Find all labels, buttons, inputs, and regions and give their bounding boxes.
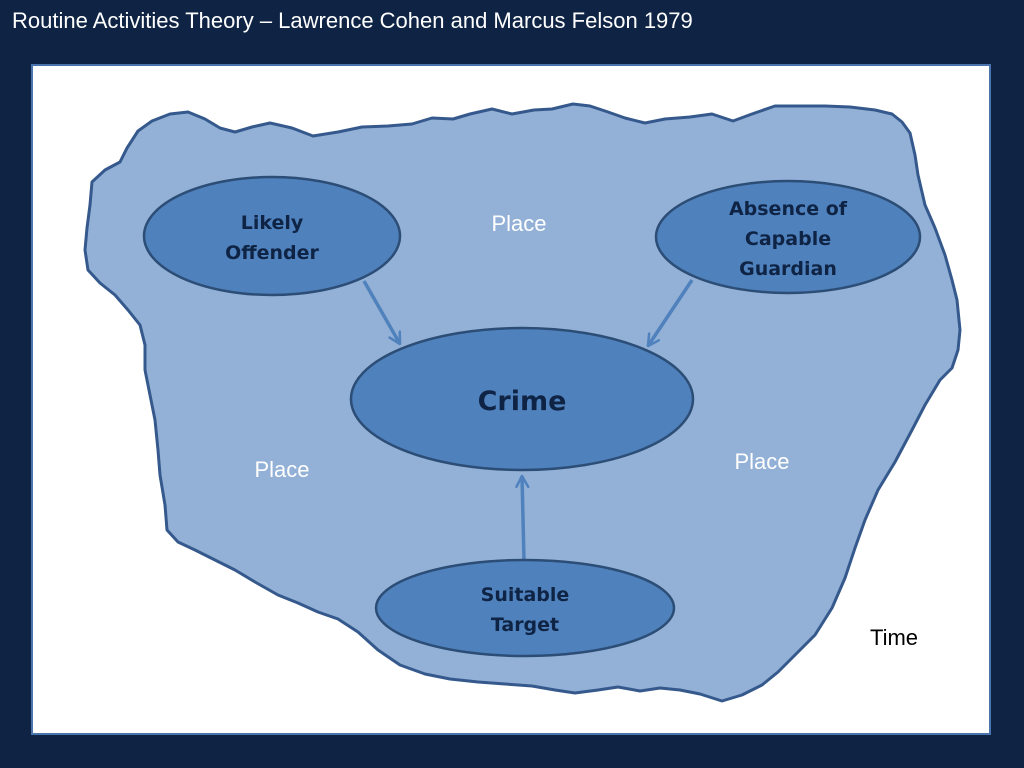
arrow-offender-to-crime	[362, 280, 402, 344]
arrow-target-to-crime	[522, 476, 524, 561]
node-crime: Crime	[349, 326, 695, 472]
crime-label: Crime	[478, 386, 567, 417]
node-likely-offender: Likely Offender	[142, 175, 402, 297]
offender-line-1: Likely	[241, 212, 304, 234]
place-label-right: Place	[734, 449, 789, 474]
time-label: Time	[870, 625, 918, 650]
offender-line-2: Offender	[225, 242, 319, 264]
guardian-line-2: Capable	[745, 228, 831, 250]
target-line-1: Suitable	[481, 584, 570, 606]
place-label-top: Place	[491, 211, 546, 236]
place-label-left: Place	[254, 457, 309, 482]
node-absence-of-capable-guardian: Absence of Capable Guardian	[654, 179, 922, 295]
slide-title: Routine Activities Theory – Lawrence Coh…	[12, 8, 693, 33]
node-suitable-target: Suitable Target	[374, 558, 676, 658]
target-line-2: Target	[491, 614, 559, 636]
guardian-line-1: Absence of	[729, 198, 848, 220]
guardian-line-3: Guardian	[739, 258, 837, 280]
arrow-guardian-to-crime	[646, 279, 694, 346]
